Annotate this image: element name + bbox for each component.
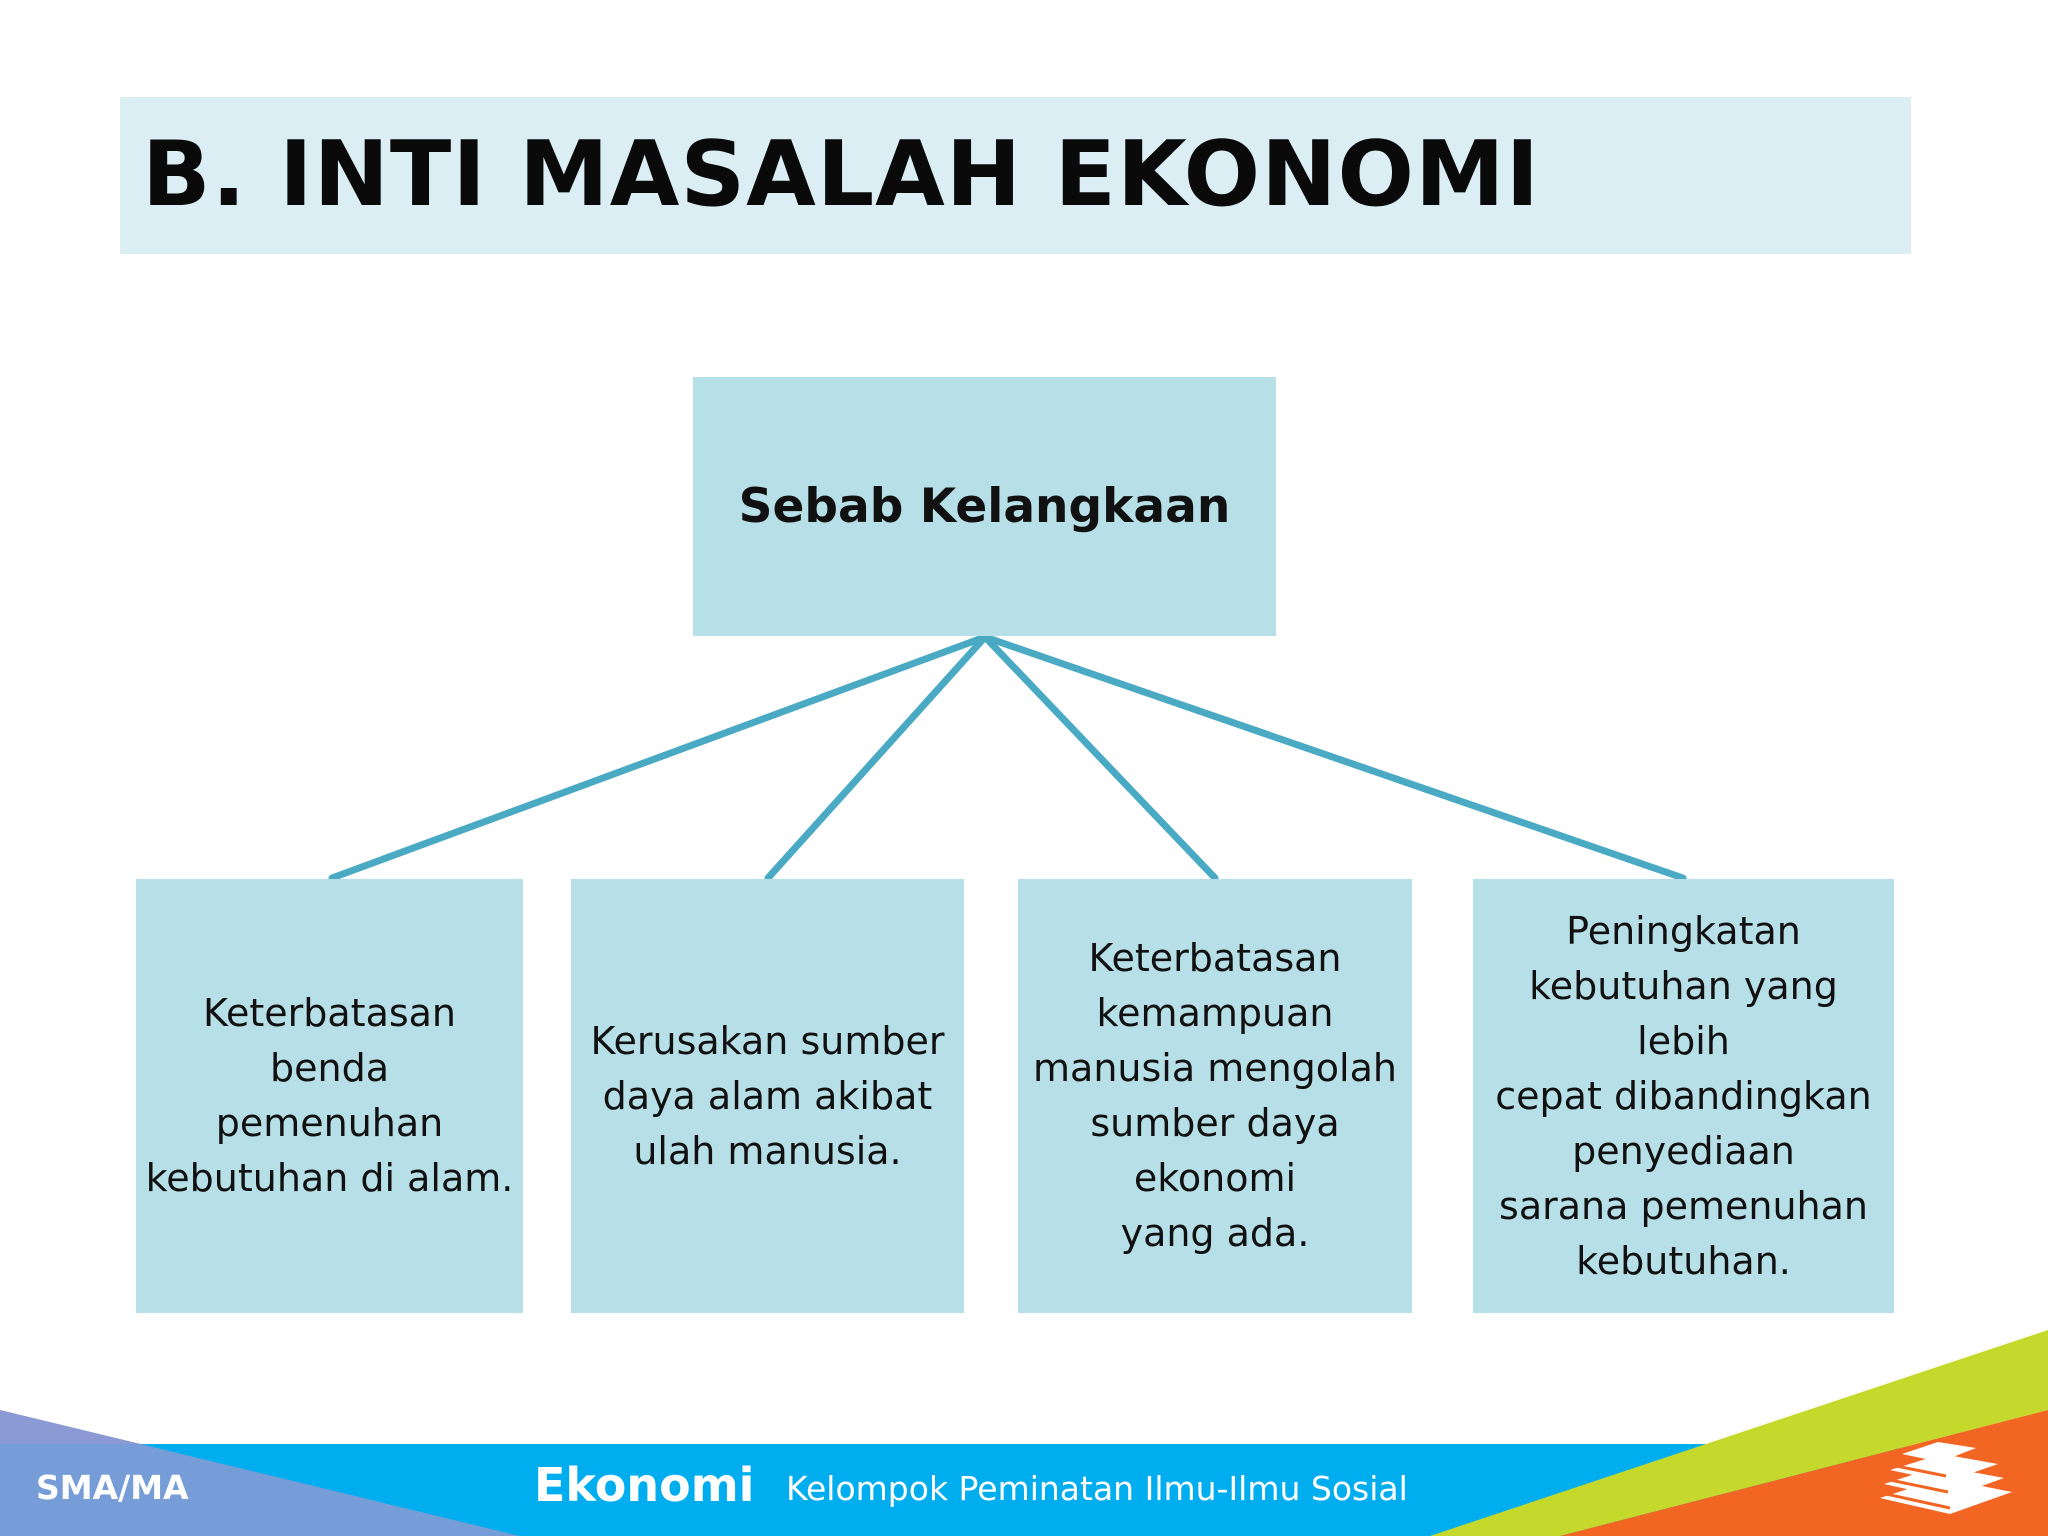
footer-green-band bbox=[1430, 1330, 2048, 1536]
root-node-label: Sebab Kelangkaan bbox=[738, 479, 1231, 534]
footer-group-label: Kelompok Peminatan Ilmu-Ilmu Sosial bbox=[786, 1469, 1408, 1508]
child-node-label: Keterbatasan benda pemenuhan kebutuhan d… bbox=[145, 991, 514, 1200]
child-node-1: Keterbatasan benda pemenuhan kebutuhan d… bbox=[136, 879, 523, 1313]
books-stack-icon bbox=[1880, 1442, 2012, 1514]
connector-1 bbox=[328, 633, 989, 882]
footer-blue-band bbox=[0, 1444, 1900, 1536]
connector-2 bbox=[764, 633, 989, 882]
footer-subject-label: Ekonomi bbox=[534, 1458, 755, 1512]
child-node-3: Keterbatasan kemampuan manusia mengolah … bbox=[1018, 879, 1412, 1313]
child-node-label: Kerusakan sumber daya alam akibat ulah m… bbox=[590, 1018, 945, 1173]
root-node: Sebab Kelangkaan bbox=[693, 377, 1276, 636]
child-node-label: Keterbatasan kemampuan manusia mengolah … bbox=[1033, 936, 1397, 1255]
child-node-4: Peningkatan kebutuhan yang lebih cepat d… bbox=[1473, 879, 1894, 1313]
connector-4 bbox=[981, 633, 1687, 882]
footer-level-label: SMA/MA bbox=[36, 1468, 189, 1507]
page-title: B. INTI MASALAH EKONOMI bbox=[142, 122, 1541, 227]
child-node-label: Peningkatan kebutuhan yang lebih cepat d… bbox=[1495, 908, 1872, 1283]
footer-purple-overlay bbox=[0, 1410, 520, 1536]
child-node-2: Kerusakan sumber daya alam akibat ulah m… bbox=[571, 879, 964, 1313]
title-banner: B. INTI MASALAH EKONOMI bbox=[120, 97, 1911, 254]
connector-3 bbox=[981, 633, 1219, 882]
